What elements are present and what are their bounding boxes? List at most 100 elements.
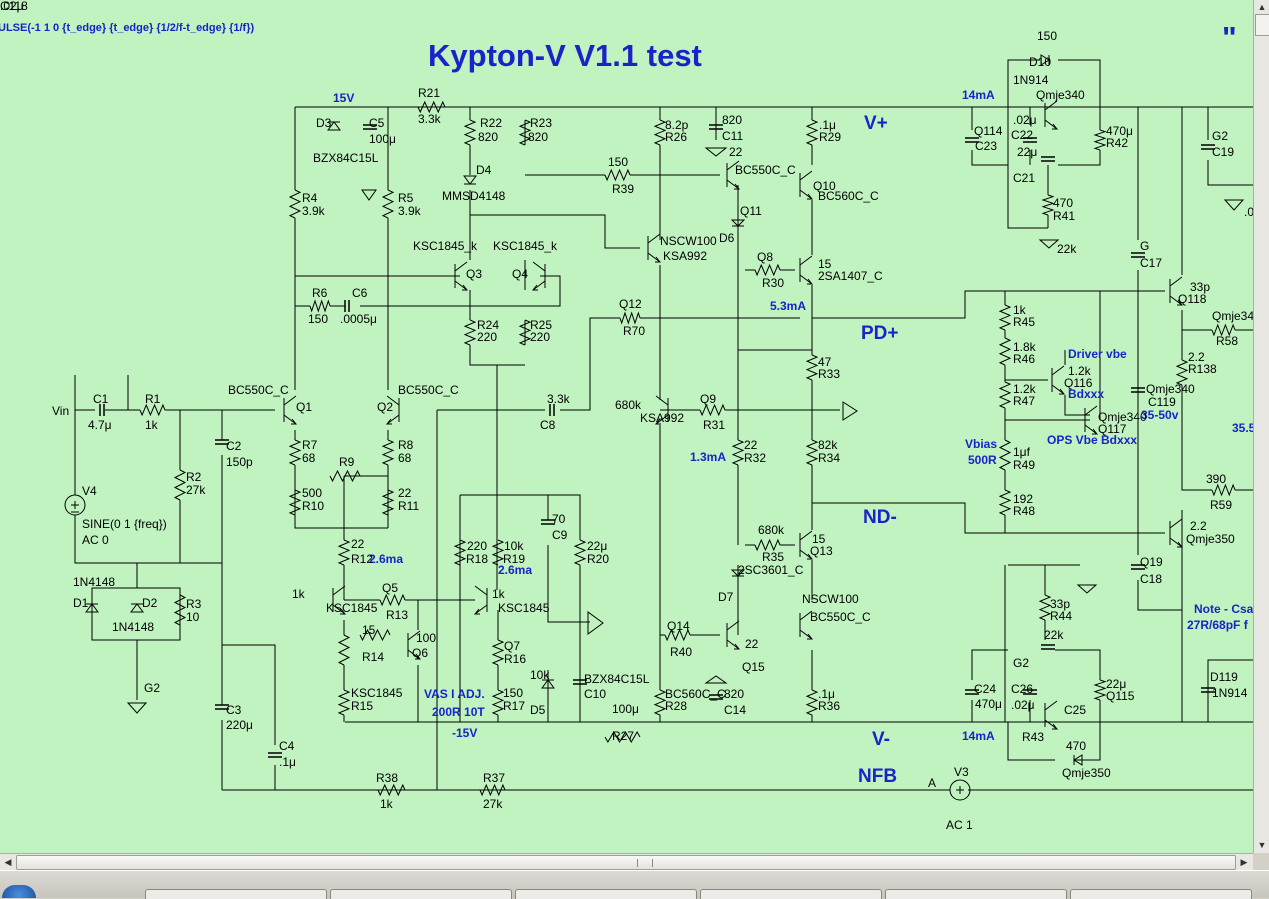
component-label: Qmje340: [1212, 309, 1253, 323]
component-label: 2.2: [1190, 519, 1207, 533]
annotation-text: -15V: [452, 726, 478, 740]
annotation-text: Note - Csa: [1194, 602, 1253, 616]
component-label: R46: [1013, 352, 1036, 366]
transistor-symbol: [473, 585, 488, 615]
transistor-symbol: [1169, 276, 1184, 306]
resistor-symbol: [288, 439, 302, 466]
spice-directive: ULSE(-1 1 0 {t_edge} {t_edge} {1/2/f-t_e…: [0, 22, 255, 34]
component-label: C19: [1212, 145, 1235, 159]
resistor-symbol: [491, 539, 505, 566]
component-label: NSCW100: [802, 592, 859, 606]
transistor-symbol: [726, 620, 741, 650]
component-label: Q11: [740, 204, 762, 218]
component-label: 22: [745, 637, 759, 651]
component-label: Qmje340: [1036, 88, 1085, 102]
component-label: Q9: [700, 392, 717, 406]
component-label: 470: [1053, 196, 1074, 210]
resistor-symbol: [381, 439, 395, 466]
component-label: Q114: [974, 124, 1003, 138]
component-label: 1k: [1013, 303, 1026, 317]
taskbar-button[interactable]: [885, 889, 1067, 899]
component-label: 820: [478, 130, 499, 144]
component-label: 150: [308, 312, 329, 326]
component-label: R27: [612, 729, 635, 743]
transistor-symbol: [407, 630, 422, 660]
net-label-pdplus: PD+: [861, 323, 899, 344]
component-label: C119: [1148, 395, 1176, 409]
component-label: 27k: [186, 483, 206, 497]
taskbar-button[interactable]: [1070, 889, 1252, 899]
component-label: Q118: [1178, 292, 1207, 306]
component-label: 8.2p: [665, 118, 689, 132]
transistor-symbol: [1044, 100, 1059, 130]
resistor-symbol: [1211, 483, 1236, 497]
component-label: KSA992: [640, 411, 685, 425]
vertical-scroll-thumb[interactable]: [1255, 14, 1269, 36]
component-label: R70: [623, 324, 646, 338]
schematic-canvas[interactable]: ULSE(-1 1 0 {t_edge} {t_edge} {1/2/f-t_e…: [0, 0, 1253, 853]
component-label: C18: [1140, 572, 1163, 586]
offscreen-text-fragment: ": [1222, 20, 1237, 55]
resistor-symbol: [337, 689, 351, 716]
resistor-symbol: [805, 119, 819, 146]
transistor-symbol: [1169, 518, 1184, 548]
component-label: R48: [1013, 504, 1036, 518]
start-button-icon[interactable]: [2, 885, 36, 898]
component-label: 10k: [530, 668, 550, 682]
resistor-symbol: [653, 119, 667, 146]
taskbar-button[interactable]: [700, 889, 882, 899]
component-label: 22: [398, 486, 412, 500]
scroll-down-icon[interactable]: ▼: [1257, 840, 1267, 850]
vertical-scrollbar[interactable]: ▲ ▼: [1253, 0, 1269, 853]
component-label: .02μ: [1011, 698, 1035, 712]
component-label: R41: [1053, 209, 1076, 223]
annotation-text: Bdxxx: [1068, 387, 1105, 401]
resistor-symbol: [337, 634, 351, 666]
component-label: R4: [302, 191, 318, 205]
component-label: 3.3k: [547, 392, 570, 406]
component-label: R59: [1210, 498, 1233, 512]
taskbar-button[interactable]: [515, 889, 697, 899]
component-label: C6: [352, 286, 368, 300]
component-label: Q3: [466, 267, 483, 281]
transistor-symbol: [1051, 365, 1066, 395]
component-label: 470μ: [1106, 124, 1133, 138]
component-label: 100μ: [612, 702, 639, 716]
component-label: C11: [722, 129, 744, 143]
component-label: R22: [480, 116, 503, 130]
component-label: R5: [398, 191, 414, 205]
component-label: C5: [369, 116, 385, 130]
resistor-symbol: [1093, 679, 1107, 701]
component-label: D7: [718, 590, 734, 604]
resistor-symbol: [379, 593, 406, 607]
horizontal-scrollbar[interactable]: ◀ ▶: [0, 853, 1253, 871]
transistor-symbol: [531, 261, 546, 291]
scroll-up-icon[interactable]: ▲: [1257, 2, 1267, 12]
transistor-symbol: [647, 233, 662, 263]
taskbar-button[interactable]: [330, 889, 512, 899]
component-label: 1μf: [1013, 445, 1030, 459]
component-label: AC 1: [946, 818, 973, 832]
component-label: 150: [608, 155, 629, 169]
transistor-symbol: [799, 255, 814, 285]
component-label: V3: [954, 765, 969, 779]
horizontal-scroll-thumb[interactable]: [16, 855, 1236, 870]
component-label: 15: [362, 623, 376, 637]
resistor-symbol: [491, 639, 505, 666]
component-label: D2: [142, 596, 158, 610]
component-label: 1.2k: [1068, 364, 1091, 378]
annotation-text: 15V: [333, 91, 355, 105]
resistor-symbol: [754, 263, 781, 277]
taskbar-button[interactable]: [145, 889, 327, 899]
component-label: R15: [351, 699, 374, 713]
component-label: 192: [1013, 492, 1034, 506]
resistor-symbol: [1093, 129, 1107, 151]
scroll-right-icon[interactable]: ▶: [1240, 857, 1248, 867]
component-label: .1μ: [818, 687, 835, 701]
annotation-text: 5.3mA: [770, 299, 807, 313]
schematic-wires: [64, 54, 1253, 801]
component-label: D6: [719, 231, 735, 245]
resistor-symbol: [463, 319, 477, 346]
scroll-left-icon[interactable]: ◀: [4, 857, 12, 867]
component-label: Q10: [813, 179, 836, 193]
